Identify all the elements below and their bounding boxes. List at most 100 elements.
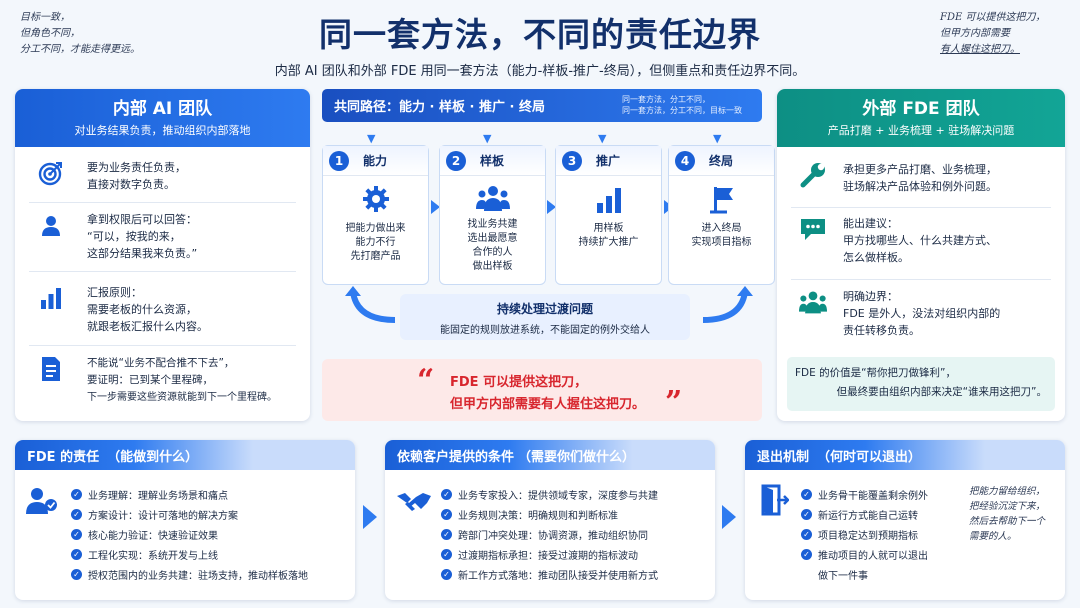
loop-arrow-left-icon	[345, 286, 396, 323]
section-tag: （能做到什么）	[107, 449, 199, 465]
check-icon: ✓	[441, 568, 452, 580]
section-title: 依赖客户提供的条件	[397, 449, 515, 465]
external-item: 明确边界： FDE 是外人，没法对组织内部的 责任转移负责。	[777, 288, 1065, 339]
step-number: 2	[446, 150, 466, 171]
list-item: ✓过渡期指标承担：接受过渡期的指标波动	[441, 544, 709, 564]
step-name: 样板	[480, 154, 505, 168]
bar-chart-icon	[37, 284, 65, 312]
fde-responsibility-card: FDE 的责任 （能做到什么） ✓业务理解：理解业务场景和痛点 ✓方案设计：设计…	[15, 440, 355, 600]
check-icon: ✓	[801, 488, 812, 500]
down-arrow-icon: ▼	[598, 132, 607, 145]
check-icon: ✓	[801, 528, 812, 540]
check-icon: ✓	[441, 548, 452, 560]
check-icon: ✓	[441, 528, 452, 540]
target-icon	[37, 159, 65, 187]
arrow-right-icon	[431, 200, 440, 214]
loop-arrow-right-icon	[702, 286, 753, 323]
quote-box: “ FDE 可以提供这把刀， 但甲方内部需要有人握住这把刀。 ”	[322, 359, 762, 421]
wrench-icon	[799, 161, 827, 189]
document-icon	[37, 355, 65, 383]
internal-team-title: 内部 AI 团队	[112, 99, 213, 119]
internal-team-subtitle: 对业务结果负责，推动组织内部落地	[74, 124, 251, 137]
handshake-icon	[397, 490, 431, 518]
step-number: 1	[329, 150, 349, 171]
internal-team-card: 内部 AI 团队 对业务结果负责，推动组织内部落地 要为业务责任负责， 直接对数…	[15, 89, 310, 421]
step-number: 4	[675, 150, 695, 171]
exit-mechanism-card: 退出机制 （何时可以退出） ✓业务骨干能覆盖剩余例外 ✓新运行方式能自己运转 ✓…	[745, 440, 1065, 600]
list-item: ✓业务骨干能覆盖剩余例外	[801, 484, 1059, 504]
quote-open-icon: “	[417, 363, 435, 398]
internal-team-header: 内部 AI 团队 对业务结果负责，推动组织内部落地	[15, 89, 310, 147]
step-name: 推广	[596, 154, 621, 168]
check-icon: ✓	[71, 488, 82, 500]
fde-value-box: FDE 的价值是“帮你把刀做锋利”， 但最终要由组织内部来决定“谁来用这把刀”。	[787, 357, 1055, 411]
growth-chart-icon	[556, 184, 661, 214]
common-path-label: 共同路径：能力 · 样板 · 推广 · 终局	[334, 100, 545, 115]
check-icon: ✓	[441, 508, 452, 520]
check-icon: ✓	[71, 568, 82, 580]
external-team-header: 外部 FDE 团队 产品打磨 + 业务梳理 + 驻场解决问题	[777, 89, 1065, 147]
list-item: ✓授权范围内的业务共建：驻场支持，推动样板落地	[71, 564, 349, 584]
group-icon	[440, 184, 545, 212]
down-arrow-icon: ▼	[483, 132, 492, 145]
external-team-title: 外部 FDE 团队	[862, 99, 980, 119]
list-item: ✓新工作方式落地：推动团队接受并使用新方式	[441, 564, 709, 584]
list-item: ✓推动项目的人就可以退出	[801, 544, 1059, 564]
check-icon: ✓	[71, 548, 82, 560]
step-number: 3	[562, 150, 582, 171]
external-team-subtitle: 产品打磨 + 业务梳理 + 驻场解决问题	[827, 124, 1015, 137]
section-tag: （需要你们做什么）	[518, 449, 636, 465]
check-icon: ✓	[71, 508, 82, 520]
transition-desc: 能固定的规则放进系统，不能固定的例外交给人	[440, 325, 650, 336]
list-item: ✓项目稳定达到预期指标	[801, 524, 1059, 544]
exit-side-note: 把能力留给组织， 把经验沉淀下来， 然后去帮助下一个 需要的人。	[969, 486, 1046, 542]
list-item: ✓方案设计：设计可落地的解决方案	[71, 504, 349, 524]
common-path-banner: 共同路径：能力 · 样板 · 推广 · 终局 同一套方法，分工不同， 同一套方法…	[322, 89, 762, 122]
arrow-right-icon	[363, 505, 377, 529]
page-subtitle: 内部 AI 团队和外部 FDE 用同一套方法（能力-样板-推广-终局），但侧重点…	[274, 64, 806, 79]
section-title: 退出机制	[757, 449, 810, 465]
list-item: ✓业务规则决策：明确规则和判断标准	[441, 504, 709, 524]
arrow-right-icon	[547, 200, 556, 214]
transition-box: 持续处理过渡问题 能固定的规则放进系统，不能固定的例外交给人	[400, 294, 690, 340]
step-name: 能力	[363, 154, 388, 168]
client-conditions-card: 依赖客户提供的条件 （需要你们做什么） ✓业务专家投入：提供领域专家，深度参与共…	[385, 440, 715, 600]
check-icon: ✓	[441, 488, 452, 500]
list-item: ✓工程化实现：系统开发与上线	[71, 544, 349, 564]
note-top-right: FDE 可以提供这把刀， 但甲方内部需要 有人握住这把刀。	[940, 12, 1046, 55]
check-icon: ✓	[801, 548, 812, 560]
internal-item: 拿到权限后可以回答： “可以，按我的来， 这部分结果我来负责。”	[15, 211, 310, 262]
quote-close-icon: ”	[665, 385, 683, 420]
internal-item: 汇报原则： 需要老板的什么资源， 就跟老板汇报什么内容。	[15, 284, 310, 335]
quote-line-1: FDE 可以提供这把刀，	[450, 375, 588, 390]
section-tag: （何时可以退出）	[817, 449, 922, 465]
external-team-card: 外部 FDE 团队 产品打磨 + 业务梳理 + 驻场解决问题 承担更多产品打磨、…	[777, 89, 1065, 421]
section-title: FDE 的责任	[27, 449, 100, 465]
exit-door-icon	[759, 484, 790, 520]
external-item: 能出建议： 甲方找哪些人、什么共建方式、 怎么做样板。	[777, 215, 1065, 266]
common-path-note: 同一套方法，分工不同， 同一套方法，分工不同，目标一致	[622, 95, 742, 115]
flag-icon	[669, 184, 774, 214]
chat-icon	[799, 215, 827, 243]
check-icon: ✓	[801, 508, 812, 520]
list-item: ✓跨部门冲突处理：协调资源，推动组织协同	[441, 524, 709, 544]
list-item: ✓核心能力验证：快速验证效果	[71, 524, 349, 544]
page-title: 同一套方法，不同的责任边界	[319, 15, 761, 54]
step-name: 终局	[709, 154, 734, 168]
list-item: 做下一件事	[818, 570, 868, 582]
internal-item: 要为业务责任负责， 直接对数字负责。	[15, 159, 310, 193]
external-item: 承担更多产品打磨、业务梳理， 驻场解决产品体验和例外问题。	[777, 161, 1065, 195]
internal-item: 不能说“业务不配合推不下去”， 要证明：已到某个里程碑， 下一步需要这些资源就能…	[15, 355, 310, 406]
transition-title: 持续处理过渡问题	[496, 302, 593, 316]
team-icon	[799, 288, 827, 316]
check-icon: ✓	[71, 528, 82, 540]
person-icon	[37, 211, 65, 239]
down-arrow-icon: ▼	[713, 132, 722, 145]
quote-line-2: 但甲方内部需要有人握住这把刀。	[450, 397, 646, 412]
note-top-left: 目标一致， 但角色不同， 分工不同，才能走得更远。	[20, 12, 140, 55]
arrow-right-icon	[722, 505, 736, 529]
list-item: ✓业务专家投入：提供领域专家，深度参与共建	[441, 484, 709, 504]
